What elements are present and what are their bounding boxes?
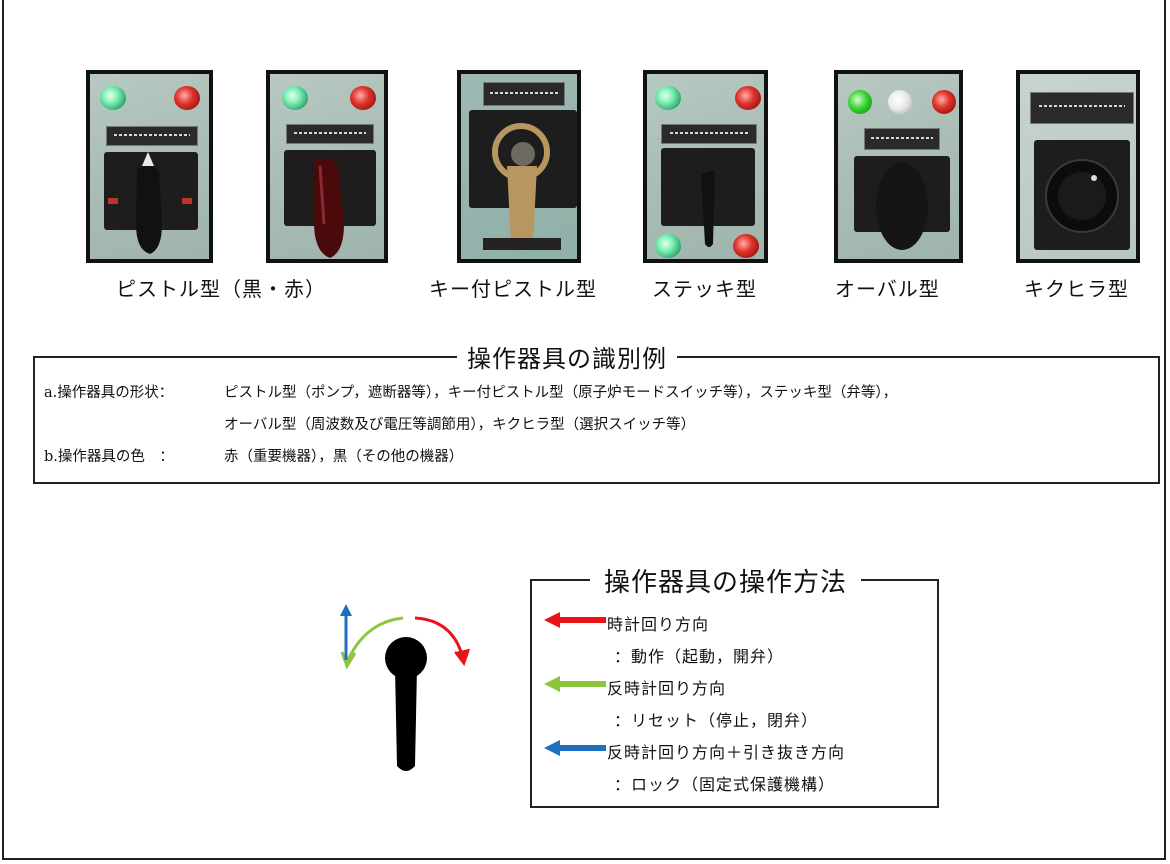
shape-text-2: オーバル型（周波数及び電圧等調節用），キクヒラ型（選択スイッチ等） (224, 417, 696, 433)
photo-kikuhira (1016, 70, 1140, 263)
blue-arrow-icon (544, 740, 606, 756)
photo-stick (643, 70, 768, 263)
counterclockwise-meaning: ：リセット（停止，閉弁） (614, 711, 819, 730)
shape-label: a.操作器具の形状： (44, 385, 174, 401)
handle-diagram (340, 604, 470, 771)
caption-pistol: ピストル型（黒・赤） (116, 277, 326, 301)
caption-oval: オーバル型 (835, 277, 940, 301)
identification-title: 操作器具の識別例 (457, 339, 677, 374)
clockwise-label: 時計回り方向 (607, 615, 710, 634)
shape-text-1: ピストル型（ポンプ，遮断器等），キー付ピストル型（原子炉モードスイッチ等），ステ… (224, 385, 898, 401)
color-label: b.操作器具の色 ： (44, 449, 174, 465)
caption-key-pistol: キー付ピストル型 (429, 277, 597, 301)
clockwise-meaning: ：動作（起動，開弁） (614, 647, 785, 666)
caption-kikuhira: キクヒラ型 (1024, 277, 1129, 301)
photo-pistol-red (266, 70, 388, 263)
color-text: 赤（重要機器），黒（その他の機器） (224, 449, 464, 465)
photo-pistol-black (86, 70, 213, 263)
photo-key-pistol (457, 70, 581, 263)
green-arrow-icon (544, 676, 606, 692)
lock-meaning: ：ロック（固定式保護機構） (614, 775, 836, 794)
lock-label: 反時計回り方向＋引き抜き方向 (607, 743, 846, 762)
counterclockwise-label: 反時計回り方向 (607, 679, 727, 698)
caption-stick: ステッキ型 (652, 277, 757, 301)
operation-title: 操作器具の操作方法 (590, 562, 862, 599)
red-arrow-icon (544, 612, 606, 628)
photo-oval (834, 70, 963, 263)
